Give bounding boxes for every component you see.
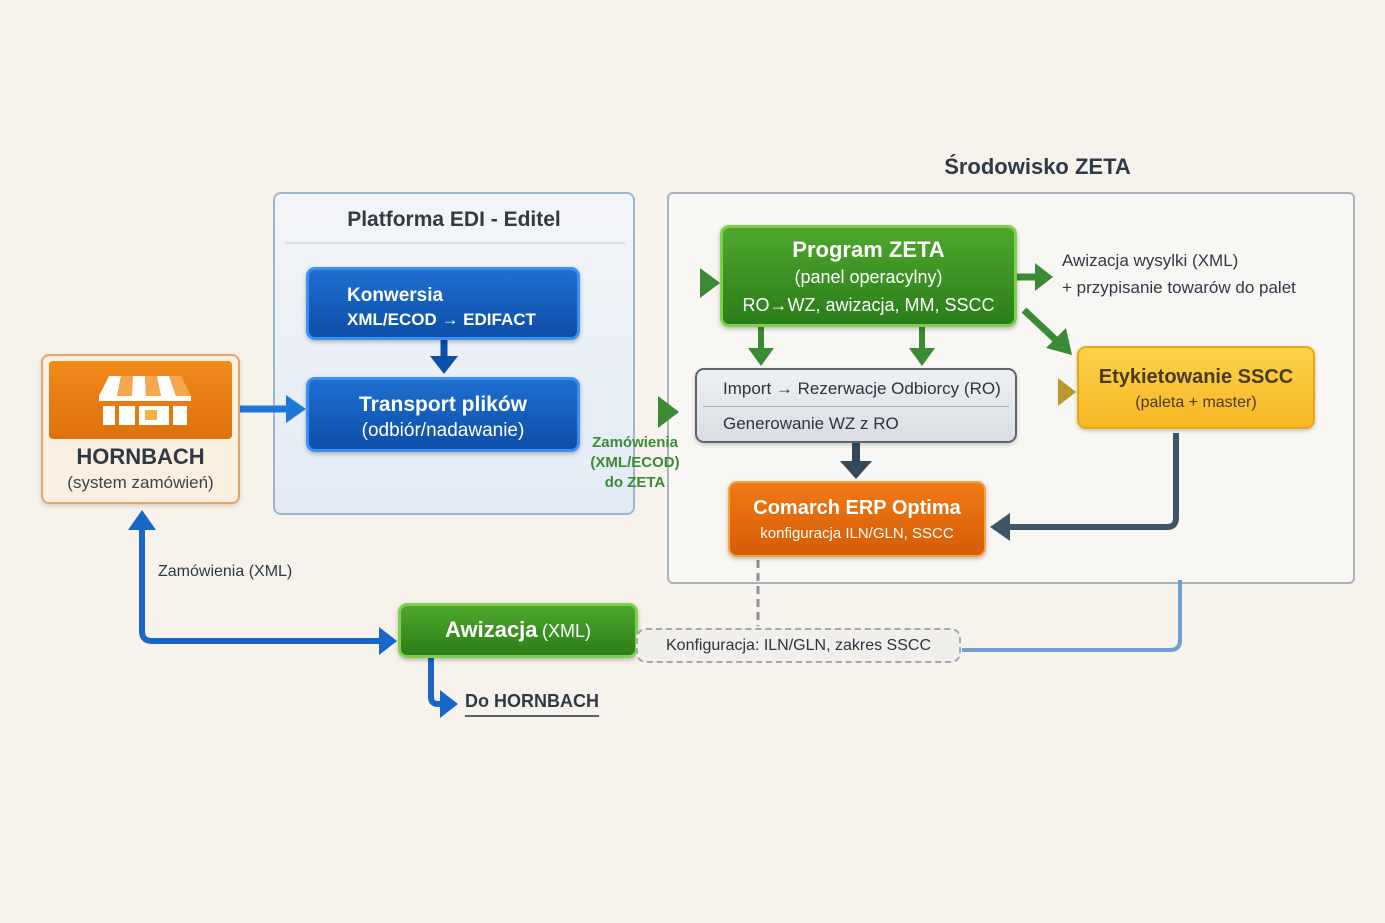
arrow-notice-to-hornbach: [428, 658, 458, 718]
edi-platform-title: Platforma EDI - Editel: [347, 208, 561, 231]
awizacja-node[interactable]: Awizacja (XML): [398, 603, 638, 658]
awizacja-format: (XML): [542, 621, 591, 641]
line-config-to-zeta: [962, 580, 1182, 652]
conversion-detail: XML/ECOD → EDIFACT: [347, 310, 536, 329]
transport-node[interactable]: Transport plików (odbiór/nadawanie): [306, 377, 580, 452]
transport-title: Transport plików: [358, 393, 528, 416]
program-zeta-node[interactable]: Program ZETA (panel operacylny) RO→WZ, a…: [720, 225, 1017, 327]
import-divider: [703, 406, 1009, 407]
import-row-wz: Generowanie WZ z RO: [723, 414, 899, 433]
shipment-notice-line1: Awizacja wysylki (XML): [1062, 251, 1239, 270]
orders-to-zeta-line1: Zamówienia: [592, 434, 678, 451]
hornbach-header: [49, 361, 232, 439]
conversion-title: Konwersia: [347, 285, 444, 306]
orders-to-zeta-line2: (XML/ECOD): [590, 454, 680, 471]
program-title: Program ZETA: [792, 237, 945, 262]
program-functions: RO→WZ, awizacja, MM, SSCC: [742, 295, 995, 315]
labeling-title: Etykietowanie SSCC: [1098, 366, 1294, 388]
arrow-orders-loop: [128, 510, 397, 655]
import-node[interactable]: Import → Rezerwacje Odbiorcy (RO) Genero…: [695, 368, 1017, 443]
hornbach-node[interactable]: HORNBACH (system zamówień): [41, 354, 240, 504]
orders-to-zeta-label: Zamówienia (XML/ECOD) do ZETA: [582, 433, 688, 493]
hornbach-subtitle: (system zamówień): [67, 473, 214, 492]
orders-xml-label: Zamówienia (XML): [158, 563, 293, 580]
transport-detail: (odbiór/nadawanie): [361, 420, 525, 441]
sscc-labeling-node[interactable]: Etykietowanie SSCC (paleta + master): [1077, 346, 1315, 429]
conversion-node[interactable]: Konwersia XML/ECOD → EDIFACT: [306, 267, 580, 340]
labeling-detail: (paleta + master): [1135, 394, 1257, 411]
edi-platform-container: Platforma EDI - Editel: [273, 192, 635, 515]
program-subtitle: (panel operacylny): [794, 267, 943, 287]
erp-optima-node[interactable]: Comarch ERP Optima konfiguracja ILN/GLN,…: [728, 481, 986, 557]
zeta-environment-title: Środowisko ZETA: [944, 154, 1131, 179]
to-hornbach-label: Do HORNBACH: [465, 691, 599, 717]
orders-to-zeta-line3: do ZETA: [604, 474, 666, 491]
erp-detail: konfiguracja ILN/GLN, SSCC: [760, 525, 954, 542]
shipment-notice-label: Awizacja wysylki (XML) + przypisanie tow…: [1062, 247, 1296, 301]
awizacja-title: Awizacja: [445, 617, 538, 642]
erp-title: Comarch ERP Optima: [753, 497, 961, 519]
shipment-notice-line2: + przypisanie towarów do palet: [1062, 278, 1296, 297]
config-note: Konfiguracja: ILN/GLN, zakres SSCC: [636, 628, 961, 663]
edi-title-divider: [285, 242, 625, 244]
storefront-icon: [99, 376, 191, 425]
import-row-reservations: Import → Rezerwacje Odbiorcy (RO): [723, 379, 1001, 398]
hornbach-name: HORNBACH: [76, 444, 205, 469]
